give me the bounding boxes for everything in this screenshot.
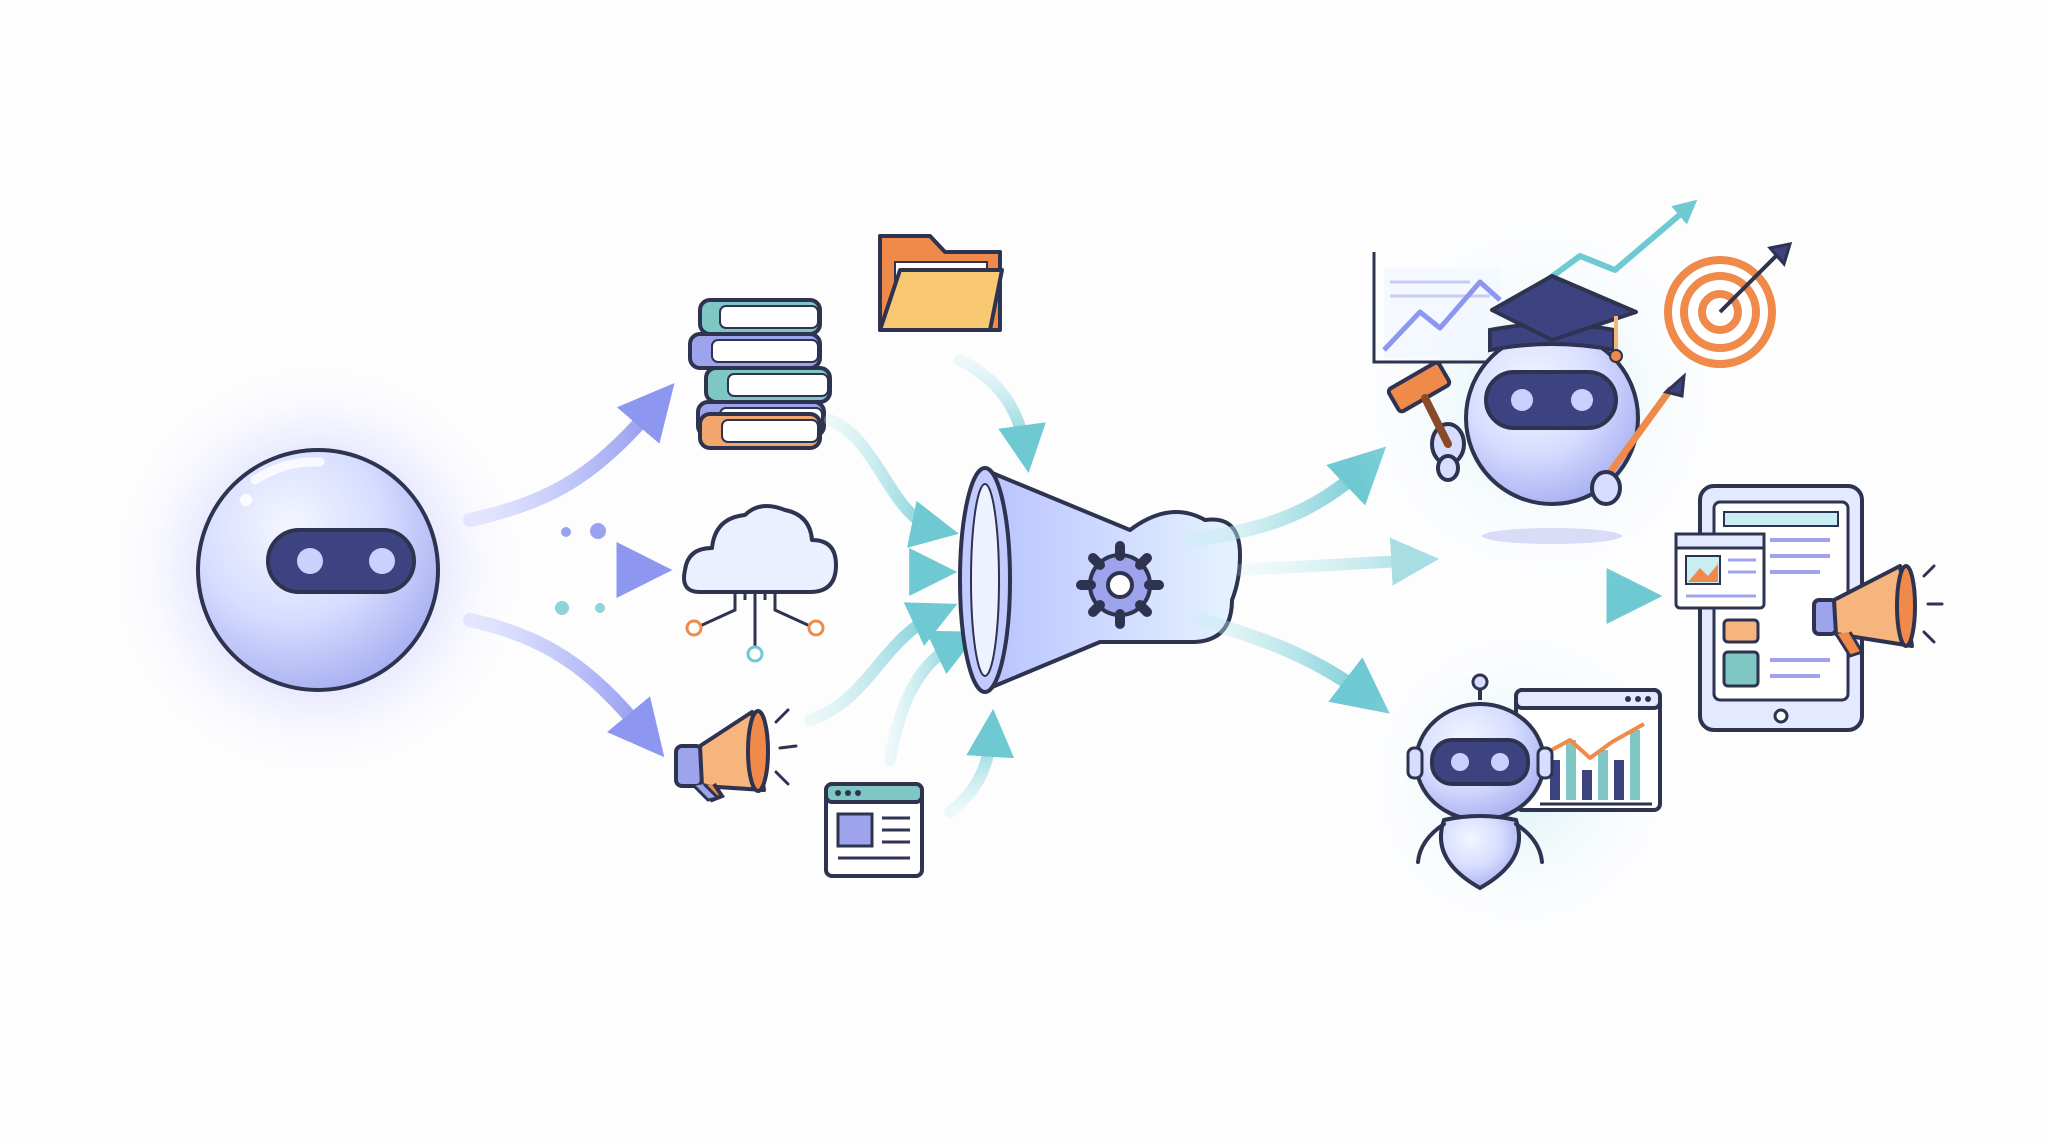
stacked-books-icon [688, 298, 832, 450]
folder-icon [878, 234, 1004, 332]
arrow-to-megaphone [463, 613, 665, 758]
arrow-to-helper [1193, 613, 1390, 714]
arrow-megaphone-to-funnel [804, 602, 958, 726]
arrow-to-specialist [1183, 446, 1387, 547]
growth-chart-icon [1372, 199, 1698, 364]
funnel-arrows [804, 354, 1046, 818]
target-icon [1664, 242, 1793, 368]
cloud-network-icon [682, 504, 838, 663]
paintbrush-icon [1590, 372, 1686, 506]
gavel-icon [1386, 360, 1452, 448]
arrow-webpage-to-funnel-1 [884, 630, 980, 766]
output-megaphone-icon [1812, 564, 1944, 658]
arrow-folder-to-funnel [954, 354, 1046, 474]
source-agent [108, 360, 528, 780]
antenna-robot-icon [1406, 673, 1554, 891]
arrow-to-books [463, 382, 675, 527]
megaphone-icon [674, 708, 798, 803]
bar-chart-dashboard-icon [1514, 688, 1662, 812]
specialist-cluster [1340, 199, 1793, 600]
webpage-icon [824, 782, 924, 878]
image-card [1674, 532, 1766, 610]
arrow-books-to-funnel [824, 414, 959, 548]
helper-cluster [1350, 610, 1690, 950]
gear-icon [1076, 541, 1164, 629]
arrow-to-middle [1234, 537, 1440, 586]
arrow-webpage-to-funnel-2 [944, 708, 1015, 818]
signal-dots [555, 523, 606, 615]
round-robot-head-icon [196, 448, 440, 692]
funnel-gear-cloud-icon [958, 466, 1242, 694]
graduate-robot-icon [1430, 274, 1640, 544]
source-arrows [463, 382, 675, 758]
